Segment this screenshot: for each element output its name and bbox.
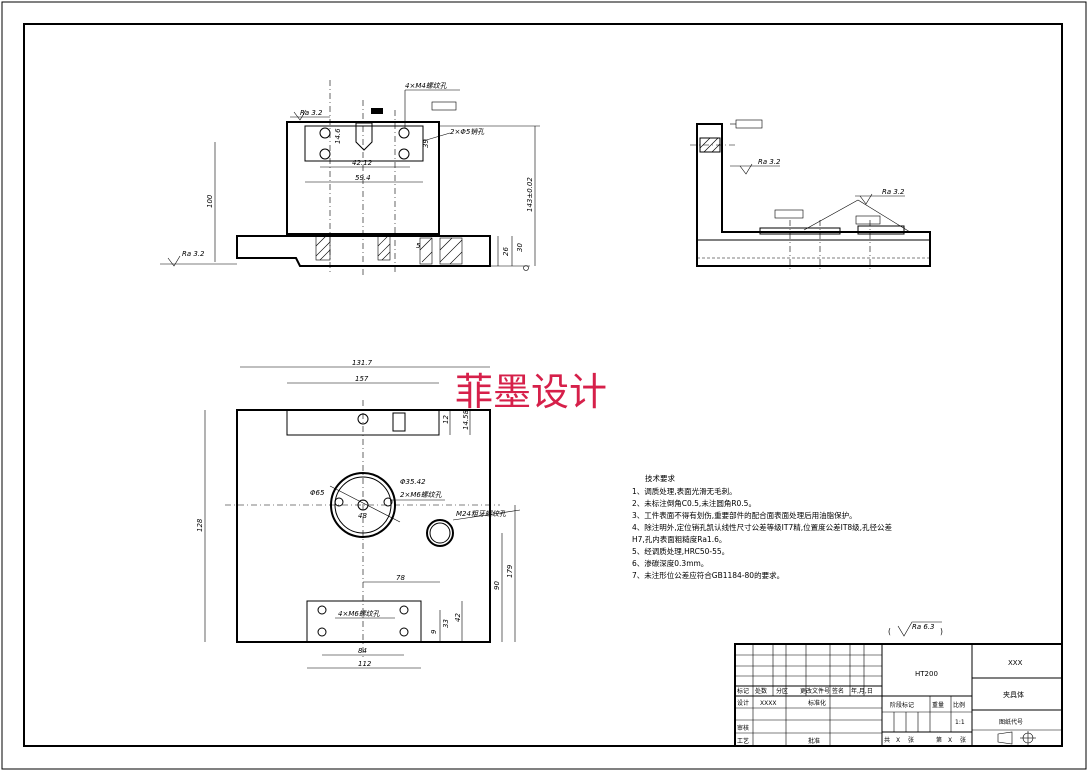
ra-left-label: Ra 3.2 bbox=[182, 250, 205, 258]
pin-holes-label: 2×Φ5销孔 bbox=[450, 128, 485, 136]
tb-review: 审核 bbox=[737, 724, 749, 732]
roughness-default: Ra 6.3 bbox=[912, 623, 935, 631]
dim-39: 39 bbox=[422, 139, 430, 148]
dim-33: 33 bbox=[442, 619, 450, 628]
paren-left: ( bbox=[888, 627, 891, 636]
tb-count: 处数 bbox=[755, 687, 767, 695]
dim-128: 128 bbox=[196, 518, 204, 532]
tb-company: XXX bbox=[1008, 659, 1023, 667]
tb-change-doc: 更改文件号 bbox=[800, 687, 830, 695]
pin-holes2-label: 2×M6螺纹孔 bbox=[400, 491, 443, 499]
tb-design: 设计 bbox=[737, 699, 749, 707]
requirement-1: 1、调质处理,表面光滑无毛刺。 bbox=[632, 486, 737, 496]
dim-84: 84 bbox=[358, 647, 367, 655]
requirement-5: 5、经调质处理,HRC50-55。 bbox=[632, 546, 729, 556]
requirement-3: 3、工件表面不得有划伤,重要部件的配合面表面处理后用油脂保护。 bbox=[632, 510, 857, 520]
dim-42: 42 bbox=[454, 613, 462, 622]
dim-phi-35-42: Φ35.42 bbox=[400, 478, 426, 486]
tb-stage: 阶段标记 bbox=[890, 701, 914, 709]
ra-top-label: Ra 3.2 bbox=[300, 109, 323, 117]
dim-9: 9 bbox=[430, 629, 438, 634]
watermark: 菲墨设计 bbox=[455, 370, 607, 414]
inner-frame bbox=[23, 23, 1063, 747]
requirement-7: 7、未注形位公差应符合GB1184-80的要求。 bbox=[632, 570, 784, 580]
tb-sign: 签名 bbox=[832, 687, 844, 695]
tb-approve: 批准 bbox=[808, 737, 820, 745]
tb-part-name: 夹具体 bbox=[1003, 690, 1024, 699]
dim-78: 78 bbox=[396, 574, 405, 582]
dim-48: 48 bbox=[358, 512, 367, 520]
tb-standard: 标准化 bbox=[808, 699, 826, 707]
tb-weight: 重量 bbox=[932, 701, 944, 709]
tb-date: 年,月,日 bbox=[851, 687, 873, 695]
tb-scale: 1:1 bbox=[955, 719, 965, 726]
tb-designer: XXXX bbox=[760, 700, 776, 707]
tb-mark: 标记 bbox=[737, 687, 749, 695]
requirements-title: 技术要求 bbox=[645, 473, 675, 483]
dim-14-58: 14.58 bbox=[462, 409, 470, 430]
dim-157: 157 bbox=[355, 375, 369, 383]
top-view: 131.7 157 12 14.58 Φ35.42 Φ65 2×M6螺纹孔 48… bbox=[196, 359, 521, 669]
tb-scale-label: 比例 bbox=[953, 701, 965, 709]
tb-total: 共 bbox=[884, 736, 890, 744]
title-block: 标记 处数 分区 更改文件号 签名 年,月,日 设计 XXXX 标准化 审核 工… bbox=[734, 643, 1063, 747]
dim-112: 112 bbox=[358, 660, 372, 668]
dim-phi-65: Φ65 bbox=[310, 489, 325, 497]
dim-14-6: 14.6 bbox=[334, 128, 342, 144]
tb-sheets: 张 bbox=[908, 736, 914, 744]
dim-5: 5 bbox=[416, 242, 421, 250]
front-view: Ra 3.2 Ra 3.2 4×M4螺纹孔 2×Φ5销孔 42.12 59.4 … bbox=[160, 80, 540, 275]
requirement-4: 4、除注明外,定位销孔凯认线性尺寸公差等级IT7精,位置度公差IT8级,孔径公差 bbox=[632, 522, 893, 532]
tb-process: 工艺 bbox=[737, 737, 749, 745]
dim-100: 100 bbox=[206, 194, 214, 208]
tb-material: HT200 bbox=[915, 670, 938, 678]
dim-90: 90 bbox=[493, 581, 501, 590]
paren-right: ) bbox=[940, 627, 943, 636]
thread-holes2-label: 4×M6螺纹孔 bbox=[338, 610, 381, 618]
tb-total-x: X bbox=[896, 737, 900, 744]
requirement-6: 6、渗碳深度0.3mm。 bbox=[632, 558, 708, 568]
dim-26: 26 bbox=[502, 247, 510, 256]
tb-zone: 分区 bbox=[776, 687, 788, 695]
tb-page: 第 bbox=[936, 736, 942, 744]
dim-30: 30 bbox=[516, 243, 524, 252]
requirement-4b: H7,孔内表面粗糙度Ra1.6。 bbox=[632, 534, 726, 544]
side-ra-a: Ra 3.2 bbox=[758, 158, 781, 166]
dim-143: 143±0.02 bbox=[526, 177, 534, 212]
dim-131-7: 131.7 bbox=[352, 359, 373, 367]
tb-drawing-no: 图纸代号 bbox=[999, 718, 1023, 726]
m24-hole-label: M24粗牙螺纹孔 bbox=[456, 510, 507, 518]
technical-requirements: 技术要求 1、调质处理,表面光滑无毛刺。 2、未标注倒角C0.5,未注圆角R0.… bbox=[632, 473, 943, 637]
dim-42-12: 42.12 bbox=[352, 159, 373, 167]
side-view: Ra 3.2 Ra 3.2 bbox=[690, 119, 931, 270]
dim-59-4: 59.4 bbox=[355, 174, 371, 182]
tb-page-sheets: 张 bbox=[960, 736, 966, 744]
dim-179: 179 bbox=[506, 564, 514, 578]
side-ra-b: Ra 3.2 bbox=[882, 188, 905, 196]
thread-holes-label: 4×M4螺纹孔 bbox=[405, 82, 448, 90]
tb-page-x: X bbox=[948, 737, 952, 744]
requirement-2: 2、未标注倒角C0.5,未注圆角R0.5。 bbox=[632, 498, 756, 508]
dim-12: 12 bbox=[442, 415, 450, 424]
